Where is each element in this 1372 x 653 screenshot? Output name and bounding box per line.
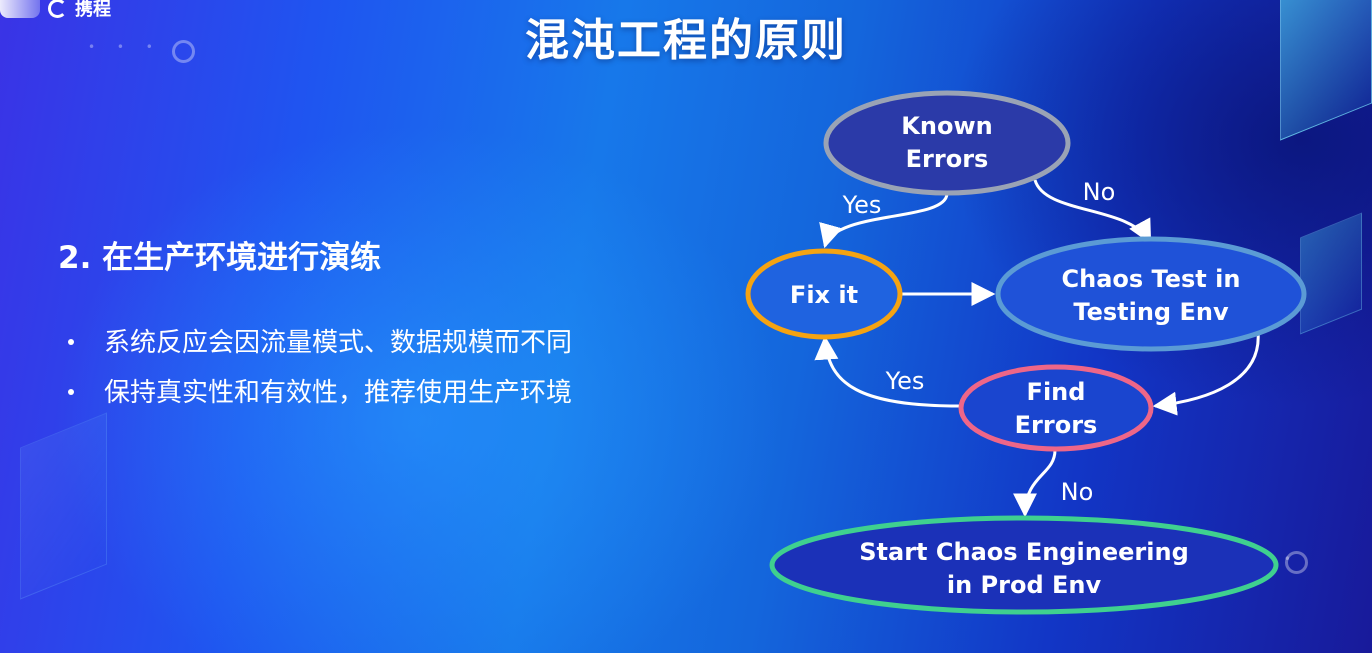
node-known-errors: Known Errors [823, 90, 1071, 196]
bullet-dot-icon [68, 389, 74, 395]
node-label-line: Chaos Test in [1062, 265, 1241, 293]
node-fix-it: Fix it [745, 248, 903, 340]
edge-label-find-no: No [1061, 478, 1094, 506]
bullet-list: 系统反应会因流量模式、数据规模而不同 保持真实性和有效性，推荐使用生产环境 [68, 318, 572, 418]
edge-find-to-fix [814, 335, 962, 408]
decorative-ring [172, 40, 195, 63]
edge-chaos-test-to-find [1152, 331, 1260, 416]
node-label-line: Find [1027, 378, 1086, 406]
edge-label-known-yes: Yes [842, 191, 882, 219]
node-label-line: Known [901, 112, 992, 140]
node-label-line: Testing Env [1073, 298, 1229, 326]
brand-logo: 携程 [0, 0, 111, 21]
node-find-errors: Find Errors [958, 364, 1154, 452]
ctrip-logo-icon [48, 0, 67, 18]
node-label-line: Errors [1015, 411, 1098, 439]
node-start-chaos: Start Chaos Engineering in Prod Env [769, 515, 1279, 615]
decorative-ring [1285, 551, 1308, 574]
event-logo-icon [0, 0, 40, 18]
logo-text: 携程 [75, 0, 111, 20]
bullet-item: 系统反应会因流量模式、数据规模而不同 [68, 318, 572, 368]
bullet-item: 保持真实性和有效性，推荐使用生产环境 [68, 368, 572, 418]
edge-known-to-chaos-test [1033, 179, 1152, 245]
node-label-line: Fix it [790, 281, 858, 309]
bullet-text: 保持真实性和有效性，推荐使用生产环境 [104, 378, 573, 408]
edge-find-to-start [1013, 449, 1057, 518]
page-title: 混沌工程的原则 [525, 15, 847, 66]
edge-label-find-yes: Yes [885, 367, 925, 395]
node-label-line: in Prod Env [947, 571, 1102, 599]
node-label-line: Start Chaos Engineering [859, 538, 1189, 566]
edge-known-to-fix [819, 193, 949, 249]
edge-label-known-no: No [1083, 178, 1116, 206]
bullet-text: 系统反应会因流量模式、数据规模而不同 [104, 328, 573, 358]
section-heading: 2. 在生产环境进行演练 [58, 240, 382, 276]
node-label-line: Errors [906, 145, 989, 173]
bullet-dot-icon [68, 339, 74, 345]
decorative-dots: • • • [88, 40, 162, 54]
node-chaos-test: Chaos Test in Testing Env [995, 236, 1307, 352]
